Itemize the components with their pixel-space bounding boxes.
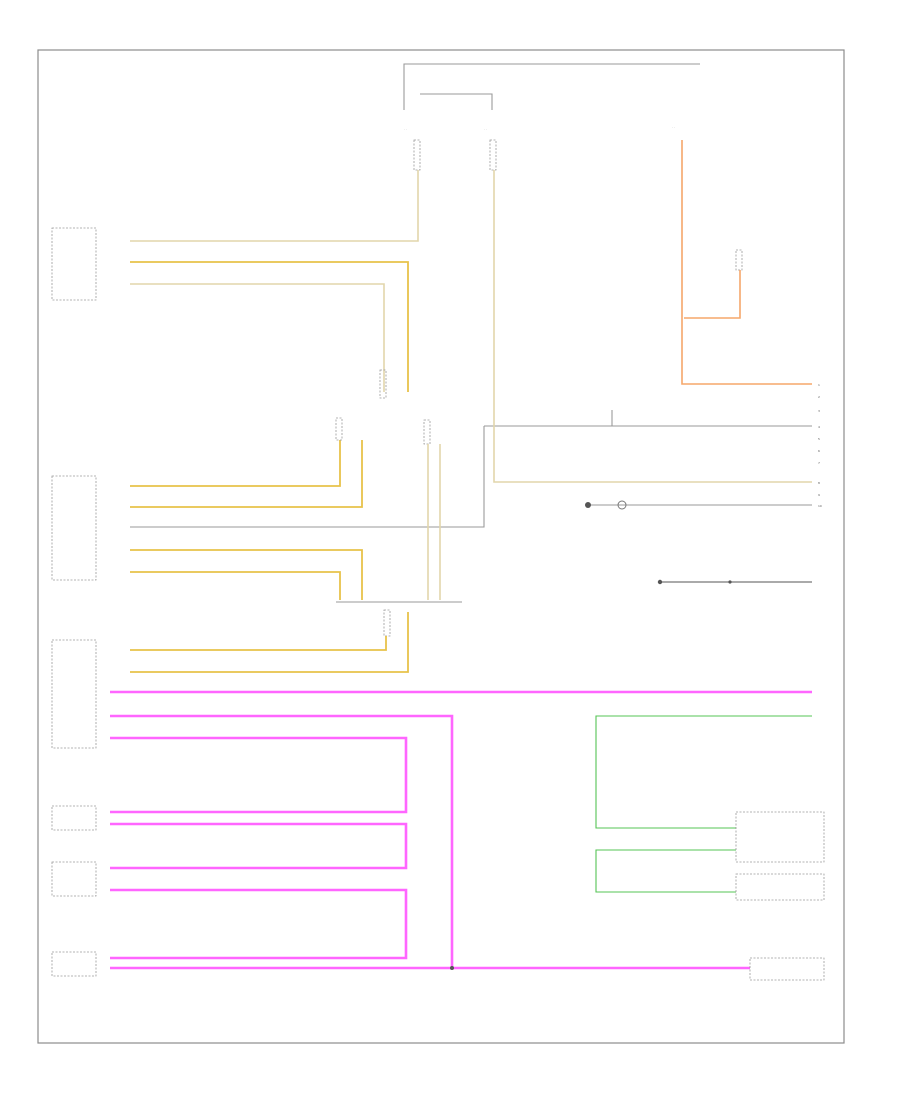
pink-bus-2 (110, 714, 454, 968)
svg-text:· ·: · · (672, 125, 675, 129)
pink-bus-3 (110, 736, 408, 814)
wire-gray-2 (130, 426, 485, 528)
connector-c5 (335, 417, 343, 441)
svg-text:9: 9 (818, 493, 820, 497)
pink-bus-4 (110, 822, 408, 870)
svg-text:2: 2 (818, 395, 820, 399)
top-branch-line (420, 93, 493, 110)
connector-c6 (423, 419, 431, 445)
wire-orange-1 (681, 140, 812, 385)
ground-point (585, 502, 591, 508)
svg-text:1: 1 (818, 383, 820, 387)
svg-text:8: 8 (818, 481, 820, 485)
connector-c4 (379, 369, 387, 399)
connector-c7 (383, 609, 391, 637)
wire-tan-2 (130, 283, 385, 392)
ground-point-2 (657, 579, 663, 585)
left-module-2-box (51, 475, 97, 581)
connector-c3: · · (672, 125, 675, 129)
wire-yellow-4 (130, 549, 363, 600)
wire-yellow-6 (130, 612, 409, 673)
bottom-right-module-box (749, 957, 825, 981)
wire-green-1 (595, 715, 812, 829)
top-splice-line (403, 63, 700, 110)
svg-text:5: 5 (818, 437, 820, 441)
wire-green-2 (595, 849, 736, 893)
svg-text:7: 7 (818, 461, 820, 465)
left-module-6-box (51, 951, 97, 977)
diagram-frame (37, 49, 845, 1044)
svg-text:6: 6 (818, 449, 820, 453)
wire-orange-2 (684, 270, 741, 319)
wire-tan-3 (493, 170, 812, 483)
svg-text:· ·: · · (404, 127, 407, 131)
wire-tan-6 (130, 636, 387, 651)
left-module-1-box (51, 227, 97, 301)
wire-yellow-1 (130, 261, 409, 392)
connector-c2: · · (484, 127, 497, 171)
bottom-splice-point (450, 966, 454, 970)
left-module-5-box (51, 861, 97, 897)
pink-bus-5 (110, 888, 408, 960)
right-module-box-2 (735, 873, 825, 901)
wire-yellow-3 (130, 440, 363, 508)
splice-box-right-top (735, 249, 743, 271)
right-terminal-column: 1 2 3 4 5 6 7 8 9 10 (818, 383, 822, 508)
splice-point-2 (728, 580, 732, 584)
left-module-3-box (51, 639, 97, 749)
svg-text:3: 3 (818, 409, 820, 413)
wire-tan-1 (130, 170, 419, 242)
svg-text:· ·: · · (484, 127, 487, 131)
right-module-box (735, 811, 825, 863)
wire-yellow-2 (130, 440, 341, 487)
svg-text:4: 4 (818, 425, 820, 429)
splice-point (617, 500, 627, 510)
connector-c1: · · (404, 127, 421, 171)
svg-text:10: 10 (818, 504, 822, 508)
wire-yellow-5 (130, 571, 341, 600)
left-module-4-box (51, 805, 97, 831)
